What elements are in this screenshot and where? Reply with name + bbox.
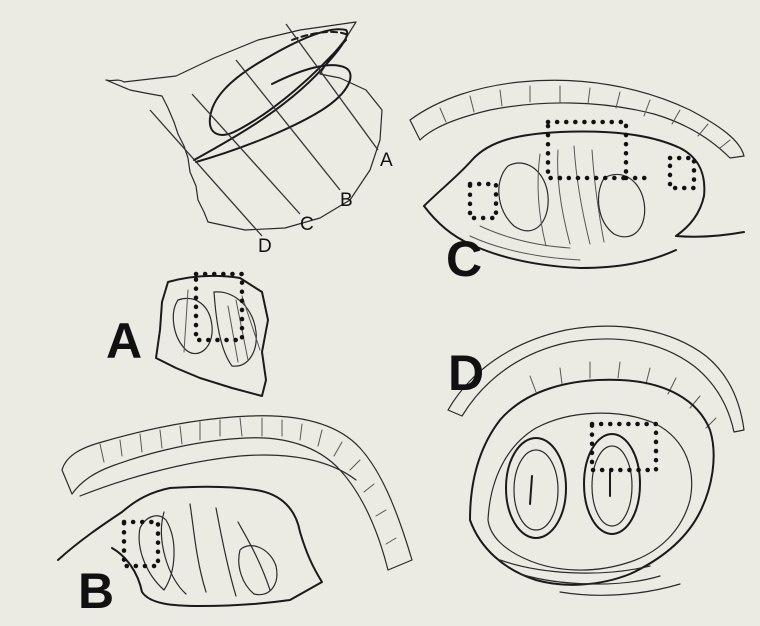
cut-line-b [236, 60, 340, 190]
section-b-outer-arch [62, 416, 412, 570]
section-c-arch-hatching [440, 86, 730, 148]
section-a-inner-right [214, 292, 256, 366]
cut-line-c [192, 94, 300, 214]
section-d-outer-arch [448, 326, 744, 432]
section-b-lobes [161, 504, 270, 596]
key-label-b: B [340, 190, 353, 211]
section-c-right-lobe [599, 174, 645, 236]
section-d-left-lobe-inner [514, 450, 558, 530]
section-d-arch-hatching [530, 362, 716, 428]
section-b-arch-hatching [100, 418, 396, 544]
section-b-band [80, 455, 356, 496]
section-d-right-lobe-inner [592, 446, 632, 526]
section-a: A [106, 274, 268, 396]
section-d-left-lobe [506, 438, 566, 538]
section-b-right-lobe [239, 546, 277, 595]
key-tube-dashed [292, 32, 350, 40]
key-label-c: C [300, 214, 314, 235]
key-label-d: D [258, 236, 272, 257]
label-panel-b: B [78, 563, 114, 619]
section-b: B [58, 416, 412, 619]
label-panel-a: A [106, 313, 142, 369]
section-d-left-core [530, 476, 532, 504]
section-c-dotted-box-right [670, 158, 694, 188]
section-c: C [410, 80, 744, 287]
key-label-a: A [380, 150, 393, 171]
key-tube-outer [194, 29, 347, 160]
section-a-inner-left [173, 298, 212, 353]
section-d: D [448, 326, 744, 595]
section-b-dotted-box [124, 522, 158, 566]
label-panel-c: C [446, 231, 482, 287]
label-panel-d: D [448, 345, 484, 401]
section-d-inner-ring [488, 413, 692, 570]
key-diagram: A B C D [106, 22, 393, 257]
section-d-dotted-box [592, 424, 656, 470]
section-c-dotted-box-left [470, 184, 496, 218]
section-c-outer-arch [410, 80, 744, 158]
